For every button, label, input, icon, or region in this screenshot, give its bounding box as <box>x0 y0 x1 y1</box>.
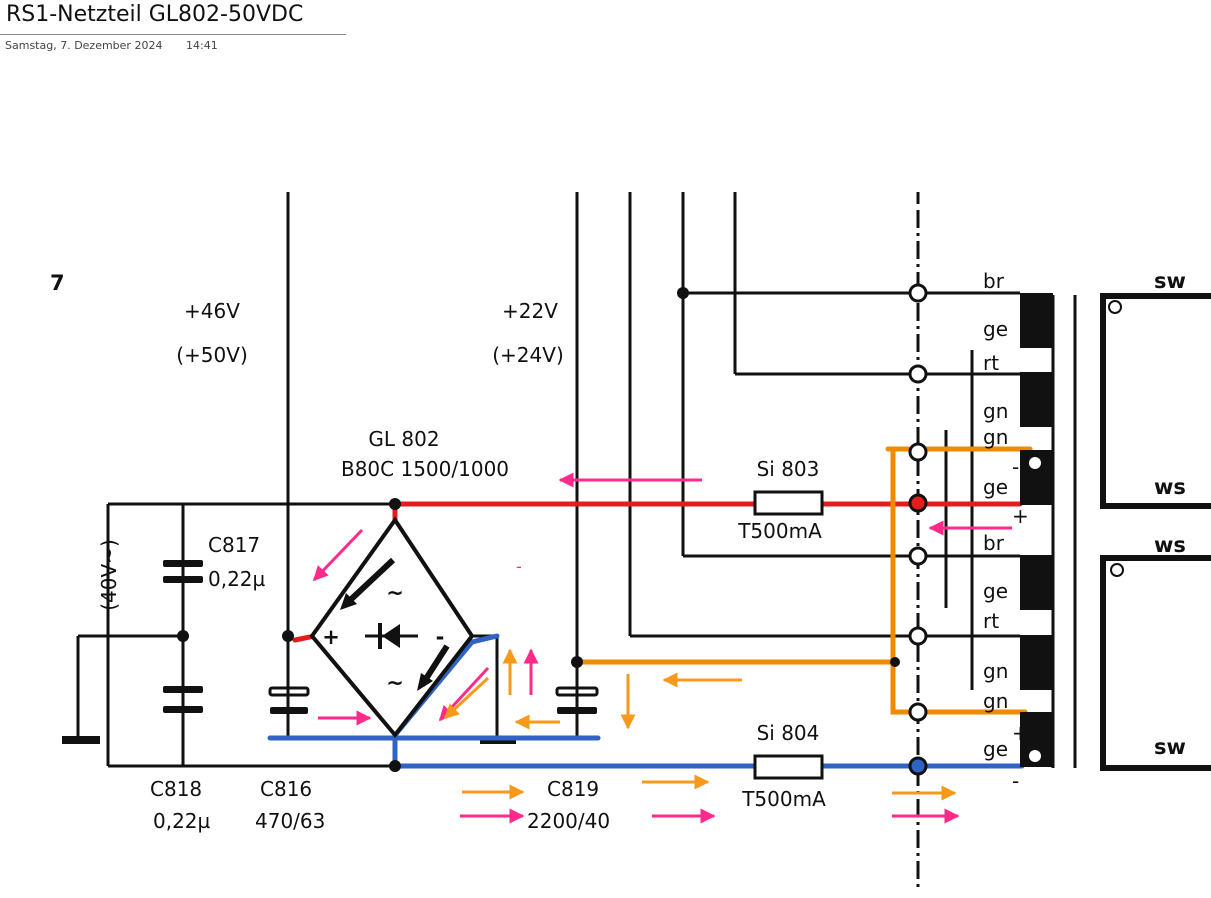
si803-name-label: Si 803 <box>757 457 820 481</box>
polarity-minus-bottom: - <box>1012 769 1019 793</box>
c816-value-label: 470/63 <box>255 809 325 833</box>
rail-46v-label: +46V <box>184 299 240 323</box>
bridge-plus-label: + <box>322 625 340 649</box>
ac-voltage-label: (40V~) <box>97 539 121 611</box>
c818-name-label: C818 <box>150 777 202 801</box>
transformer-windings <box>1100 293 1211 771</box>
c818-value-label: 0,22µ <box>153 809 211 833</box>
si803-value-label: T500mA <box>737 519 822 543</box>
junction-dots <box>177 287 900 772</box>
rail-24v-label: (+24V) <box>492 343 564 367</box>
connector-terminals <box>908 283 928 776</box>
winding-dot-top <box>1108 300 1122 314</box>
c817-name-label: C817 <box>208 533 260 557</box>
bridge-ac1-label: ~ <box>386 581 404 605</box>
page-time: 14:41 <box>186 39 218 52</box>
schematic-wiring <box>76 192 1077 892</box>
connector-pin-labels: br ge rt gn gn ge br ge rt gn gn ge <box>983 269 1008 761</box>
rail-22v-label: +22V <box>502 299 558 323</box>
bridge-ac2-label: ~ <box>386 671 404 695</box>
fuse-si804 <box>753 754 824 780</box>
pin-label: gn <box>983 425 1008 449</box>
winding-label: ws <box>1154 475 1186 499</box>
pin-label: ge <box>983 737 1008 761</box>
bridge-rectifier: + - ~ ~ <box>309 516 475 739</box>
c819-name-label: C819 <box>547 777 599 801</box>
pin-label: gn <box>983 689 1008 713</box>
si804-value-label: T500mA <box>741 787 826 811</box>
winding-label: sw <box>1154 269 1186 293</box>
pin-label: rt <box>983 351 999 375</box>
page-title: RS1-Netzteil GL802-50VDC <box>6 2 304 27</box>
rail-50v-label: (+50V) <box>176 343 248 367</box>
bridge-minus-label: - <box>436 625 445 649</box>
si804-name-label: Si 804 <box>757 721 820 745</box>
pin-label: br <box>983 531 1005 555</box>
c819-value-label: 2200/40 <box>527 809 610 833</box>
c817-value-label: 0,22µ <box>208 567 266 591</box>
pin-label: rt <box>983 609 999 633</box>
pink-current-arrows <box>312 472 1012 824</box>
pin-label: gn <box>983 399 1008 423</box>
fragment-label: 7 <box>50 271 65 295</box>
fuse-si803 <box>753 490 824 516</box>
polarity-plus-bottom: + <box>1012 721 1029 745</box>
polarity-minus-top: - <box>1012 455 1019 479</box>
winding-label: ws <box>1154 533 1186 557</box>
winding-dot-bottom <box>1110 563 1124 577</box>
polarity-plus-top: + <box>1012 504 1029 528</box>
orange-current-arrows <box>443 648 957 801</box>
pin-label: br <box>983 269 1005 293</box>
pin-label: ge <box>983 475 1008 499</box>
pin-label: gn <box>983 659 1008 683</box>
page-date: Samstag, 7. Dezember 2024 <box>5 39 163 52</box>
pin-label: ge <box>983 579 1008 603</box>
winding-labels: sw ws ws sw <box>1154 269 1186 759</box>
c816-name-label: C816 <box>260 777 312 801</box>
transformer-pin-blocks <box>1020 293 1053 767</box>
pin-label: ge <box>983 317 1008 341</box>
bridge-type-label: B80C 1500/1000 <box>341 457 509 481</box>
winding-label: sw <box>1154 735 1186 759</box>
pink-mark: - <box>516 557 522 576</box>
orange-22v-path <box>574 446 1033 715</box>
title-divider <box>0 34 346 35</box>
bridge-name-label: GL 802 <box>368 427 439 451</box>
